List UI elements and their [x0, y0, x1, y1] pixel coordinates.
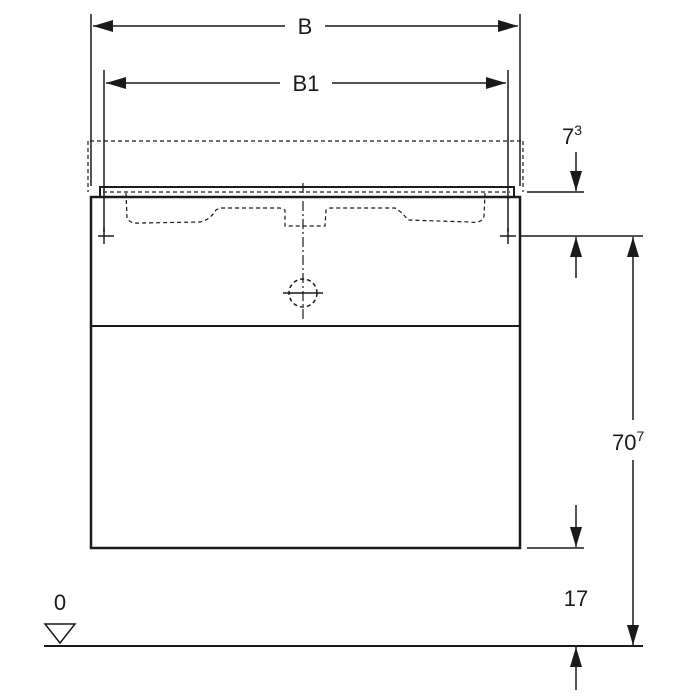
mounting-point-right-icon — [500, 228, 516, 244]
dimension-floor-clearance — [527, 505, 584, 690]
washbasin-outline — [87, 140, 524, 227]
dimension-b — [90, 14, 521, 186]
dimension-top-offset — [527, 152, 584, 193]
label-b: B — [298, 14, 313, 39]
label-floor-level: 0 — [54, 590, 66, 615]
label-height: 707 — [612, 428, 644, 455]
label-top-offset: 73 — [562, 122, 582, 149]
label-floor-clearance: 17 — [564, 586, 588, 611]
label-b1: B1 — [293, 71, 320, 96]
floor-level-triangle-icon — [43, 623, 77, 645]
drain-crosshair-icon — [283, 278, 323, 308]
dimension-b1 — [103, 70, 509, 232]
mounting-point-left-icon — [98, 228, 114, 244]
dimension-height — [520, 235, 643, 645]
cabinet-body — [89, 195, 522, 550]
